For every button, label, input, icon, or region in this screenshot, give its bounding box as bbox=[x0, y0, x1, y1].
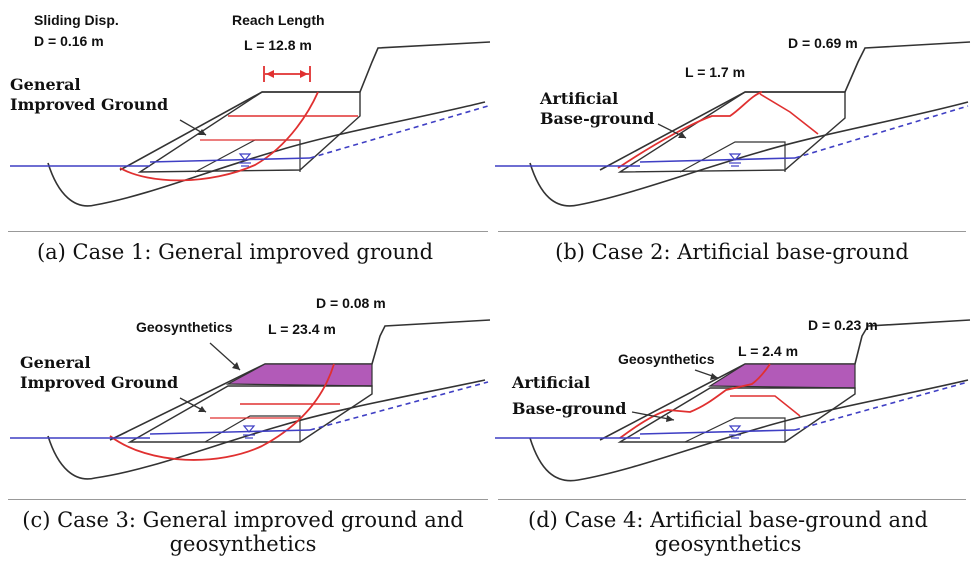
water-line bbox=[639, 429, 796, 435]
material-line1: Artificial bbox=[511, 373, 590, 392]
material-line2: Base-ground bbox=[512, 399, 626, 418]
ground-profile bbox=[529, 101, 969, 207]
water-line bbox=[149, 429, 311, 435]
ground-profile bbox=[47, 379, 486, 480]
water-line-dashed bbox=[309, 381, 489, 431]
case-4-diagram: D = 0.23 m Geosynthetics L = 2.4 m Artif… bbox=[495, 317, 971, 482]
material-line2: Base-ground bbox=[540, 109, 654, 128]
case-2-diagram: D = 0.69 m L = 1.7 m Artificial Base-gro… bbox=[495, 35, 971, 207]
case-3-diagram: D = 0.08 m Geosynthetics L = 23.4 m Gene… bbox=[10, 295, 491, 480]
geosynthetics-label: Geosynthetics bbox=[136, 319, 233, 335]
geosynthetic-layer bbox=[707, 363, 856, 389]
panel-case-1: Sliding Disp. D = 0.16 m Reach Length L … bbox=[0, 0, 491, 235]
caption-case-2: (b) Case 2: Artificial base-ground bbox=[555, 240, 909, 264]
slip-circle bbox=[119, 91, 319, 182]
disp-value: D = 0.23 m bbox=[808, 317, 878, 333]
divider bbox=[498, 231, 966, 232]
caption-case-3: (c) Case 3: General improved ground and … bbox=[0, 508, 486, 556]
inner-block bbox=[204, 415, 301, 443]
case-1-diagram: Sliding Disp. D = 0.16 m Reach Length L … bbox=[10, 12, 491, 207]
caption-case-1: (a) Case 1: General improved ground bbox=[36, 240, 434, 264]
water-line bbox=[149, 157, 311, 163]
ground-profile bbox=[47, 101, 486, 207]
water-line-dashed bbox=[794, 105, 969, 159]
improved-ground-outline bbox=[137, 91, 361, 173]
slope-outline bbox=[109, 319, 491, 441]
slope-outline bbox=[599, 319, 971, 441]
geosynthetics-label: Geosynthetics bbox=[618, 351, 715, 367]
divider bbox=[8, 499, 488, 500]
disp-value: D = 0.69 m bbox=[788, 35, 858, 51]
material-label: General Improved Ground bbox=[20, 353, 178, 392]
length-value: L = 23.4 m bbox=[268, 321, 336, 337]
disp-value: D = 0.08 m bbox=[316, 295, 386, 311]
caption-line1: (d) Case 4: Artificial base-ground and bbox=[528, 508, 928, 532]
caption-line1: (c) Case 3: General improved ground and bbox=[22, 508, 464, 532]
improved-ground-outline bbox=[127, 385, 373, 443]
slope-outline bbox=[599, 41, 971, 171]
slip-surface bbox=[730, 395, 801, 417]
inner-block bbox=[679, 141, 786, 173]
water-level-icon bbox=[728, 153, 742, 161]
water-level-icon bbox=[238, 153, 252, 161]
water-line-dashed bbox=[794, 381, 969, 431]
sliding-disp-label: Sliding Disp. bbox=[34, 12, 119, 28]
slip-surface bbox=[617, 91, 763, 169]
water-line-dashed bbox=[309, 105, 489, 159]
length-value: L = 2.4 m bbox=[738, 343, 798, 359]
length-value: L = 12.8 m bbox=[244, 37, 312, 53]
slip-surface bbox=[759, 93, 819, 135]
water-line bbox=[639, 157, 796, 163]
material-line1: General bbox=[20, 353, 91, 372]
water-level-icon bbox=[728, 425, 742, 433]
caption-case-4: (d) Case 4: Artificial base-ground and g… bbox=[490, 508, 966, 556]
divider bbox=[498, 499, 966, 500]
geosynthetic-layer bbox=[225, 363, 373, 387]
material-label: Artificial Base-ground bbox=[539, 89, 654, 128]
caption-line2: geosynthetics bbox=[169, 532, 317, 556]
slope-outline bbox=[119, 41, 491, 171]
material-line1: General bbox=[10, 75, 81, 94]
base-ground-outline bbox=[617, 91, 846, 173]
material-label: General Improved Ground bbox=[10, 75, 168, 114]
ground-profile bbox=[529, 379, 969, 482]
material-line2: Improved Ground bbox=[20, 373, 178, 392]
panel-case-4: D = 0.23 m Geosynthetics L = 2.4 m Artif… bbox=[490, 288, 971, 503]
disp-value: D = 0.16 m bbox=[34, 33, 104, 49]
reach-length-label: Reach Length bbox=[232, 12, 325, 28]
material-line2: Improved Ground bbox=[10, 95, 168, 114]
slip-circle bbox=[109, 363, 335, 461]
base-ground-outline bbox=[617, 387, 856, 443]
slip-surface bbox=[619, 363, 771, 439]
panel-case-2: D = 0.69 m L = 1.7 m Artificial Base-gro… bbox=[490, 0, 971, 235]
material-label: Artificial Base-ground bbox=[511, 373, 626, 418]
material-line1: Artificial bbox=[539, 89, 618, 108]
panel-case-3: D = 0.08 m Geosynthetics L = 23.4 m Gene… bbox=[0, 288, 491, 503]
caption-line2: geosynthetics bbox=[654, 532, 802, 556]
divider bbox=[8, 231, 488, 232]
water-level-icon bbox=[242, 425, 256, 433]
length-value: L = 1.7 m bbox=[685, 64, 745, 80]
